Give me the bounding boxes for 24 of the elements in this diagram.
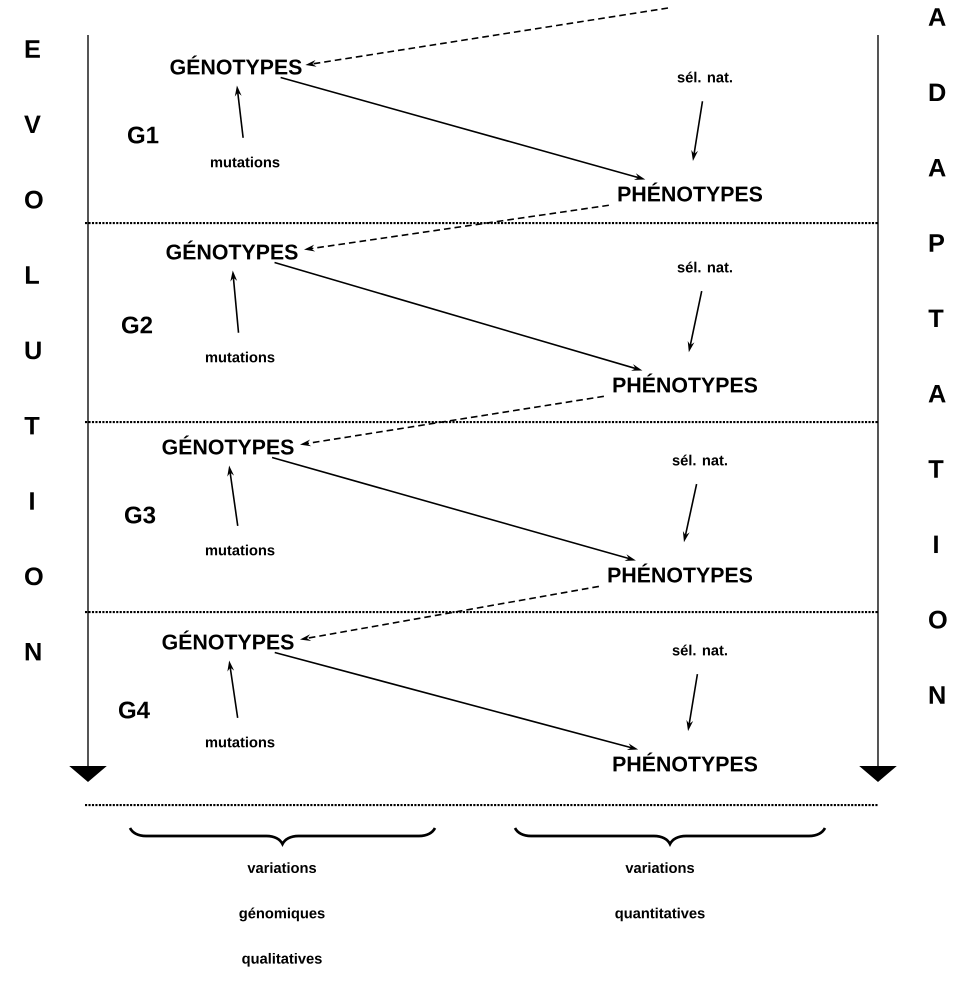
- selection-label: sél. nat.: [672, 454, 727, 466]
- generation-label: G1: [128, 126, 158, 144]
- genotype-label: GÉNOTYPES: [162, 630, 294, 650]
- genotype-label: GÉNOTYPES: [162, 435, 294, 455]
- generation-label: G2: [122, 316, 152, 334]
- mutations-label: mutations: [206, 352, 274, 362]
- selection-label: sél. nat.: [672, 644, 727, 656]
- phenotype-label: PHÉNOTYPES: [614, 752, 758, 772]
- mutations-label: mutations: [206, 544, 274, 556]
- mutations-label: mutations: [206, 736, 274, 748]
- caption-text: variations génomiques qualitatives: [239, 862, 325, 967]
- vertical-word: E V O L U T I O N: [24, 40, 43, 660]
- phenotype-label: PHÉNOTYPES: [614, 373, 758, 393]
- phenotype-label: PHÉNOTYPES: [608, 563, 752, 583]
- genotype-label: GÉNOTYPES: [170, 55, 302, 75]
- caption-text: variations quantitatives: [615, 862, 705, 922]
- phenotype-label: PHÉNOTYPES: [618, 182, 762, 202]
- selection-label: sél. nat.: [678, 72, 732, 82]
- generation-label: G3: [124, 506, 156, 524]
- generation-label: G4: [118, 702, 150, 718]
- genotype-label: GÉNOTYPES: [166, 240, 298, 260]
- mutations-label: mutations: [210, 156, 280, 168]
- vertical-word: A D A P T A T I O N: [928, 8, 947, 704]
- selection-label: sél. nat.: [678, 262, 732, 272]
